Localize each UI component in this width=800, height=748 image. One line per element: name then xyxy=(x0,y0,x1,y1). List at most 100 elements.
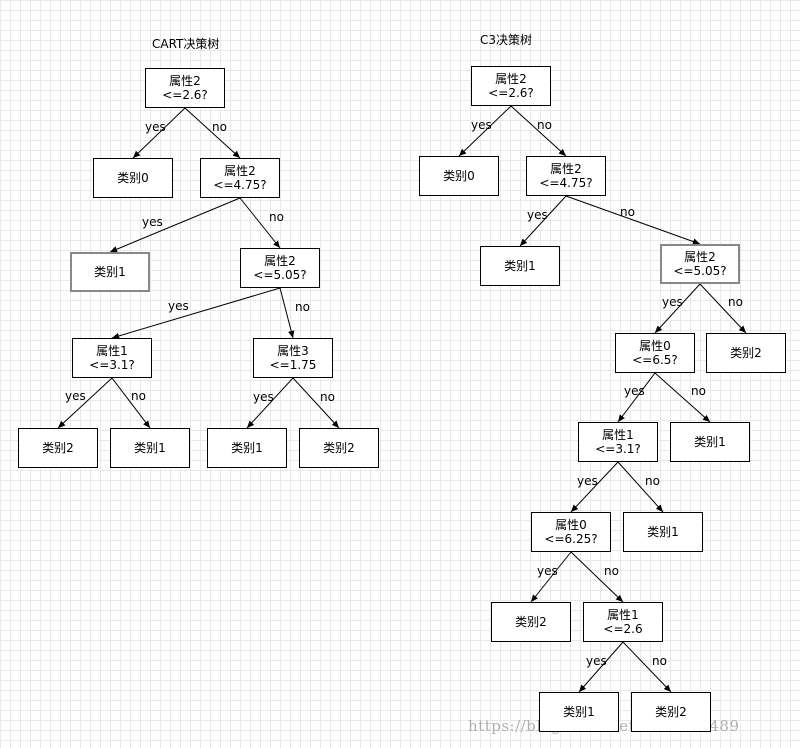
edge-label-yes: yes xyxy=(145,120,166,134)
node-text: 类别2 xyxy=(515,615,547,629)
node-text: 类别2 xyxy=(655,705,687,719)
cart-tree-title: CART决策树 xyxy=(152,37,220,51)
cart-node-n8: 类别2 xyxy=(18,428,98,468)
node-text: 属性2 xyxy=(264,254,296,268)
c3-edge-m13-m14 xyxy=(578,641,624,693)
c3-edge-m10-m13 xyxy=(570,551,624,603)
node-text: <=3.1? xyxy=(89,358,135,372)
node-text: <=4.75? xyxy=(213,178,267,192)
node-text: 类别1 xyxy=(504,259,536,273)
c3-node-m1: 属性2<=2.6? xyxy=(471,66,551,106)
edge-label-yes: yes xyxy=(662,295,683,309)
edge-label-yes: yes xyxy=(577,474,598,488)
node-text: 属性3 xyxy=(277,344,309,358)
node-text: 类别1 xyxy=(94,265,126,279)
node-text: 类别0 xyxy=(443,169,475,183)
cart-edge-n7-n10 xyxy=(246,377,294,429)
edge-label-no: no xyxy=(728,295,743,309)
c3-node-m2: 类别0 xyxy=(419,156,499,196)
cart-edge-n1-n2 xyxy=(132,107,186,159)
node-text: <=1.75 xyxy=(269,358,317,372)
cart-node-n11: 类别2 xyxy=(299,428,379,468)
edge-label-yes: yes xyxy=(65,389,86,403)
c3-edge-m10-m12 xyxy=(530,551,572,603)
edge-label-no: no xyxy=(320,390,335,404)
node-text: <=3.1? xyxy=(595,442,641,456)
cart-node-n9: 类别1 xyxy=(110,428,190,468)
edge-label-yes: yes xyxy=(527,208,548,222)
edge-label-no: no xyxy=(604,564,619,578)
c3-node-m13: 属性1<=2.6 xyxy=(583,602,663,642)
cart-edge-n3-n5 xyxy=(239,197,281,249)
c3-tree-title: C3决策树 xyxy=(480,33,533,47)
cart-node-n5: 属性2<=5.05? xyxy=(240,248,320,288)
node-text: 属性1 xyxy=(607,608,639,622)
c3-node-m14: 类别1 xyxy=(539,692,619,732)
node-text: <=5.05? xyxy=(253,268,307,282)
edge-label-no: no xyxy=(652,654,667,668)
edge-label-no: no xyxy=(691,384,706,398)
c3-node-m6: 属性0<=6.5? xyxy=(615,333,695,373)
edge-label-no: no xyxy=(645,474,660,488)
node-text: <=6.25? xyxy=(544,532,598,546)
c3-edge-m1-m3 xyxy=(510,105,567,157)
cart-node-n7: 属性3<=1.75 xyxy=(253,338,333,378)
cart-edge-n5-n7 xyxy=(279,287,295,339)
node-text: 类别2 xyxy=(730,346,762,360)
c3-edge-m5-m7 xyxy=(699,283,747,334)
node-text: 类别1 xyxy=(563,705,595,719)
node-text: 类别2 xyxy=(323,441,355,455)
node-text: 类别0 xyxy=(117,171,149,185)
c3-edge-m3-m4 xyxy=(519,195,567,247)
node-text: 类别2 xyxy=(42,441,74,455)
node-text: 属性2 xyxy=(550,162,582,176)
node-text: 属性2 xyxy=(169,74,201,88)
edge-label-yes: yes xyxy=(537,564,558,578)
edge-label-yes: yes xyxy=(253,390,274,404)
cart-edge-n5-n6 xyxy=(111,287,281,340)
node-text: 属性1 xyxy=(602,428,634,442)
edge-label-no: no xyxy=(212,120,227,134)
node-text: 属性2 xyxy=(495,72,527,86)
edge-label-no: no xyxy=(295,300,310,314)
c3-node-m4: 类别1 xyxy=(480,246,560,286)
c3-node-m12: 类别2 xyxy=(491,602,571,642)
node-text: <=4.75? xyxy=(539,176,593,190)
edge-label-yes: yes xyxy=(471,118,492,132)
cart-node-n3: 属性2<=4.75? xyxy=(200,158,280,198)
node-text: <=2.6? xyxy=(162,88,208,102)
cart-edge-n1-n3 xyxy=(184,107,241,159)
node-text: 属性0 xyxy=(555,518,587,532)
node-text: 属性1 xyxy=(96,344,128,358)
c3-edge-m6-m9 xyxy=(654,372,711,423)
cart-node-n2: 类别0 xyxy=(93,158,173,198)
edge-label-no: no xyxy=(269,210,284,224)
node-text: 属性2 xyxy=(224,164,256,178)
node-text: 类别1 xyxy=(231,441,263,455)
c3-edge-m3-m5 xyxy=(565,195,701,245)
c3-node-m11: 类别1 xyxy=(623,512,703,552)
c3-node-m5: 属性2<=5.05? xyxy=(660,244,740,284)
edge-label-yes: yes xyxy=(142,215,163,229)
cart-edge-n7-n11 xyxy=(292,377,340,429)
c3-node-m7: 类别2 xyxy=(706,333,786,373)
cart-edge-n6-n9 xyxy=(111,377,151,429)
c3-node-m9: 类别1 xyxy=(670,422,750,462)
node-text: 类别1 xyxy=(134,441,166,455)
c3-edge-m8-m11 xyxy=(617,461,664,513)
cart-node-n10: 类别1 xyxy=(207,428,287,468)
node-text: <=2.6? xyxy=(488,86,534,100)
node-text: <=5.05? xyxy=(673,264,727,278)
edge-label-yes: yes xyxy=(586,654,607,668)
edge-label-no: no xyxy=(131,389,146,403)
cart-edge-n3-n4 xyxy=(109,197,241,253)
node-text: 属性2 xyxy=(684,250,716,264)
node-text: 类别1 xyxy=(694,435,726,449)
edge-label-yes: yes xyxy=(168,299,189,313)
c3-node-m3: 属性2<=4.75? xyxy=(526,156,606,196)
c3-edge-m5-m6 xyxy=(654,283,701,334)
node-text: <=6.5? xyxy=(632,353,678,367)
c3-edge-m8-m10 xyxy=(570,461,619,513)
c3-edge-m6-m8 xyxy=(617,372,656,423)
